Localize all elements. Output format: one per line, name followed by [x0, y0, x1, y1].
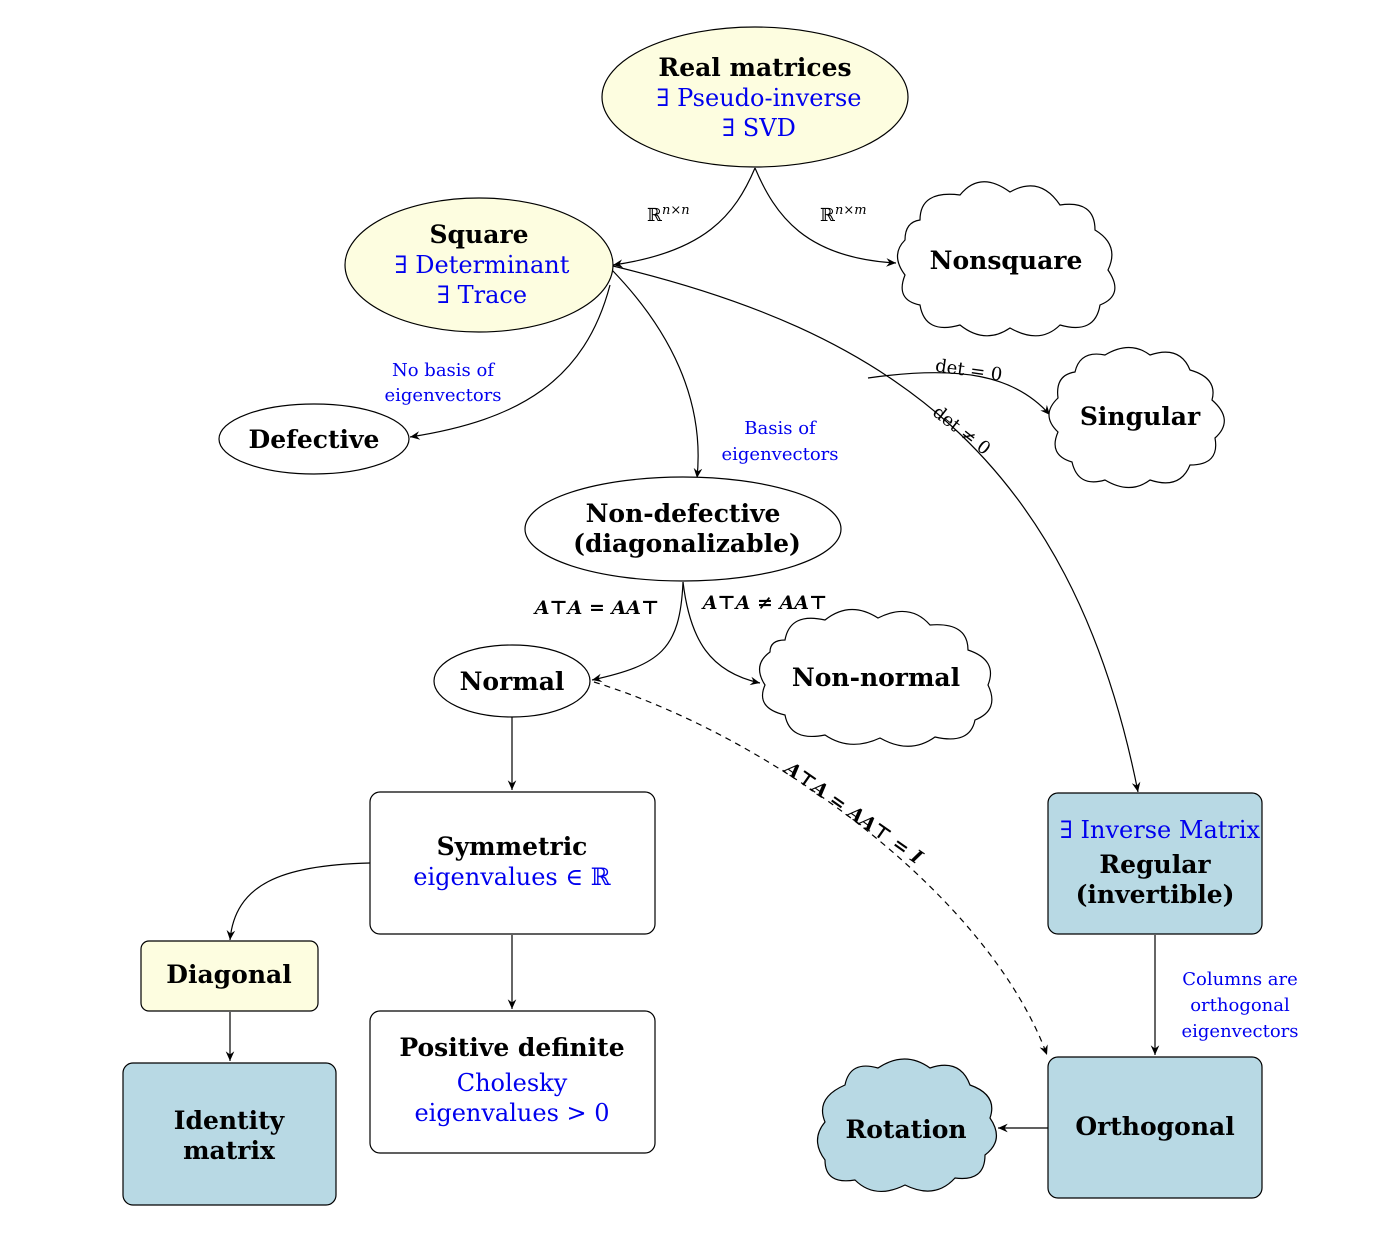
node-singular: Singular: [1048, 346, 1225, 489]
label-rnn: ℝn×n: [647, 203, 690, 226]
node-symmetric-shape: [369, 791, 656, 935]
edge-to-singular: [867, 372, 1051, 416]
label-det-zero: det = 0: [934, 355, 1004, 385]
label-det-nonzero: det ≠ 0: [928, 402, 994, 460]
node-identity-line2: matrix: [183, 1136, 276, 1165]
node-normal-title: Normal: [460, 667, 565, 696]
node-rotation: Rotation: [816, 1058, 997, 1192]
node-square-line1: ∃ Determinant: [395, 251, 570, 279]
node-nonsquare: Nonsquare: [896, 181, 1116, 337]
node-real-shape: [601, 26, 909, 168]
node-identity-shape: [122, 1062, 337, 1206]
edge-square-to-defective: [409, 284, 611, 440]
node-nondefective-subtitle: (diagonalizable): [573, 529, 801, 558]
node-posdef-line2: eigenvalues > 0: [414, 1099, 609, 1127]
node-posdef-line1: Cholesky: [457, 1069, 568, 1097]
node-regular-shape: [1047, 792, 1263, 935]
edge-nondefective-to-normal: [591, 581, 684, 683]
edges: [225, 167, 1160, 1133]
node-posdef-title: Positive definite: [399, 1033, 624, 1062]
node-nondefective-title: Non-defective: [586, 499, 781, 528]
node-rotation-title: Rotation: [845, 1115, 966, 1144]
node-normal: Normal: [433, 644, 591, 718]
node-singular-cloud: [1048, 346, 1225, 489]
label-nonnormal-condition: A⊤A ≠ AA⊤: [701, 592, 828, 614]
node-defective-title: Defective: [249, 425, 380, 454]
edge-real-to-square: [612, 167, 756, 268]
node-symmetric-title: Symmetric: [437, 832, 588, 861]
node-real-title: Real matrices: [658, 53, 851, 82]
label-orthogonal-condition: A⊤A = AA⊤ = I: [779, 756, 927, 869]
edge-square-to-nondefective: [611, 269, 703, 479]
node-orthogonal-shape: [1047, 1056, 1263, 1199]
node-regular-title: Regular: [1099, 850, 1211, 879]
label-columns-line3: eigenvectors: [1182, 1021, 1299, 1042]
node-square: Square ∃ Determinant ∃ Trace: [344, 197, 614, 333]
node-symmetric-line1: eigenvalues ∈ ℝ: [413, 863, 611, 891]
node-positive-definite: Positive definite Cholesky eigenvalues >…: [369, 1010, 656, 1154]
node-singular-title: Singular: [1080, 402, 1201, 431]
edge-real-to-nonsquare: [754, 167, 897, 267]
node-nonnormal-title: Non-normal: [792, 663, 960, 692]
label-rnm: ℝn×m: [820, 203, 867, 226]
label-basis-line2: eigenvectors: [722, 444, 839, 465]
edge-symmetric-to-diagonal: [226, 862, 371, 941]
node-identity-line1: Identity: [174, 1106, 286, 1135]
node-posdef-shape: [369, 1010, 656, 1154]
node-regular-subtitle: (invertible): [1076, 880, 1235, 909]
node-rotation-cloud: [816, 1058, 997, 1192]
label-no-basis-line1: No basis of: [392, 360, 495, 381]
node-square-shape: [344, 197, 614, 333]
node-regular: ∃ Inverse Matrix Regular (invertible): [1047, 792, 1263, 935]
node-diagonal-shape: [140, 940, 319, 1012]
node-symmetric: Symmetric eigenvalues ∈ ℝ: [369, 791, 656, 935]
node-nonnormal-cloud: [759, 608, 993, 747]
node-normal-shape: [433, 644, 591, 718]
node-identity: Identity matrix: [122, 1062, 337, 1206]
node-nonsquare-cloud: [896, 181, 1116, 337]
node-regular-line1: ∃ Inverse Matrix: [1060, 816, 1261, 844]
node-real-matrices: Real matrices ∃ Pseudo-inverse ∃ SVD: [601, 26, 909, 168]
node-nondefective: Non-defective (diagonalizable): [524, 476, 842, 582]
edge-normal-to-orthogonal: [593, 681, 1048, 1056]
node-orthogonal: Orthogonal: [1047, 1056, 1263, 1199]
node-defective-shape: [218, 403, 410, 475]
label-columns-line2: orthogonal: [1190, 995, 1290, 1016]
label-columns-line1: Columns are: [1182, 969, 1298, 990]
node-orthogonal-title: Orthogonal: [1075, 1112, 1234, 1141]
label-no-basis-line2: eigenvectors: [385, 385, 502, 406]
node-diagonal: Diagonal: [140, 940, 319, 1012]
node-square-line2: ∃ Trace: [437, 281, 527, 309]
node-nondefective-shape: [524, 476, 842, 582]
label-basis-line1: Basis of: [744, 418, 817, 439]
node-nonnormal: Non-normal: [759, 608, 993, 747]
node-defective: Defective: [218, 403, 410, 475]
edge-square-to-regular: [612, 265, 1141, 793]
node-diagonal-title: Diagonal: [166, 960, 291, 989]
node-square-title: Square: [430, 220, 529, 249]
node-real-line2: ∃ SVD: [722, 114, 796, 142]
label-normal-condition: A⊤A = AA⊤: [533, 597, 660, 619]
node-real-line1: ∃ Pseudo-inverse: [657, 84, 862, 112]
node-nonsquare-title: Nonsquare: [930, 246, 1083, 275]
edge-nondefective-to-nonnormal: [682, 581, 761, 686]
